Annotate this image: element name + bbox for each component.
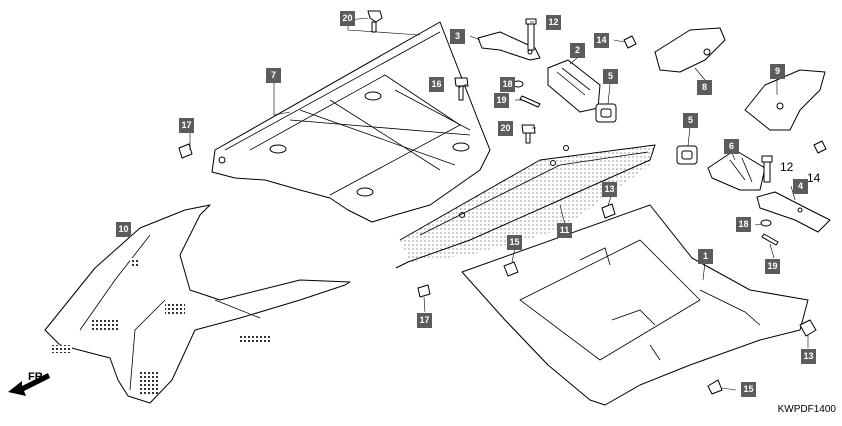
front-cover: [44, 204, 351, 404]
front-direction-arrow: [8, 373, 50, 396]
part-label-11: 11: [557, 223, 572, 238]
part-label-10: 10: [116, 222, 131, 237]
part-label-19: 19: [494, 93, 509, 108]
part-label-13: 13: [602, 182, 617, 197]
part-label-15: 15: [507, 235, 522, 250]
part-label-14: 14: [594, 33, 609, 48]
pin-12: [525, 18, 773, 183]
washers-clips: [512, 80, 779, 246]
part-label-3: 3: [450, 29, 465, 44]
side-rail: [395, 144, 656, 269]
part-label-17: 17: [179, 118, 194, 133]
part-label-4: 4: [793, 179, 808, 194]
part-label-1: 1: [698, 249, 713, 264]
part-label-8: 8: [697, 80, 712, 95]
grip-6: [707, 149, 766, 191]
part-label-16: 16: [429, 77, 444, 92]
floor-panel: [211, 21, 491, 223]
part-label-5: 5: [683, 113, 698, 128]
bracket-3: [477, 31, 541, 61]
part-label-2: 2: [570, 43, 585, 58]
bracket-4: [756, 191, 831, 233]
part-label-9: 9: [770, 64, 785, 79]
bracket-9: [744, 69, 826, 131]
part-label-18: 18: [500, 77, 515, 92]
part-label-5: 5: [603, 69, 618, 84]
grip-2: [547, 59, 601, 113]
diagram-code: KWPDF1400: [777, 404, 836, 415]
part-label-20: 20: [340, 11, 355, 26]
part-label-14-plain: 14: [807, 171, 821, 185]
part-label-12-plain: 12: [780, 160, 794, 174]
part-label-17: 17: [417, 313, 432, 328]
bracket-8-top: [654, 27, 726, 73]
part-label-13: 13: [801, 349, 816, 364]
bolts: [178, 10, 827, 395]
part-label-19: 19: [765, 259, 780, 274]
front-direction-label: FR.: [28, 371, 46, 383]
part-label-20: 20: [498, 121, 513, 136]
grommet-5: [595, 103, 698, 165]
part-label-15: 15: [741, 382, 756, 397]
part-label-7: 7: [266, 68, 281, 83]
part-label-6: 6: [724, 139, 739, 154]
part-label-18: 18: [736, 217, 751, 232]
part-label-12: 12: [546, 15, 561, 30]
